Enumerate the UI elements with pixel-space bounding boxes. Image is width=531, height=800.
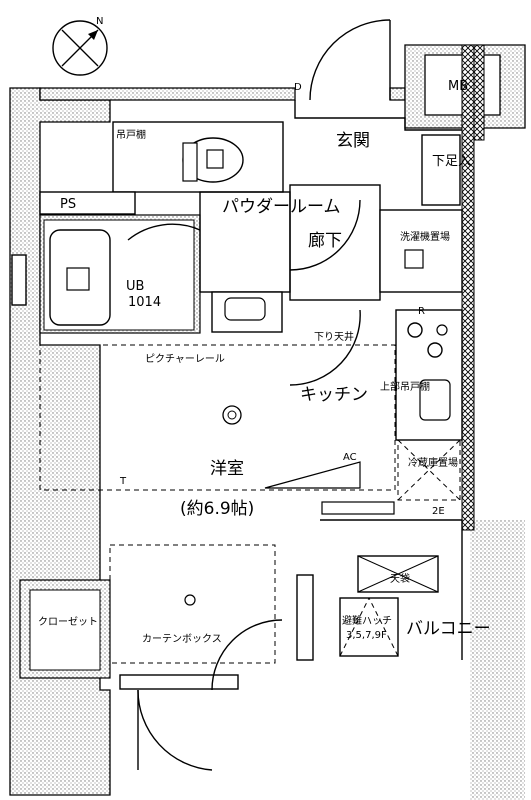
upper-cabinet-label: 上部吊戸棚 xyxy=(380,380,430,393)
pipe-space-label: PS xyxy=(60,197,76,212)
evac-hatch-floors: 3,5,7,9F xyxy=(346,630,387,641)
powder-room-label: パウダールーム xyxy=(222,197,341,217)
doors xyxy=(127,19,391,771)
hallway-label: 廊下 xyxy=(308,231,342,251)
ceiling-drop-label: 下り天井 xyxy=(314,330,354,343)
unit-bath-size: 1014 xyxy=(128,295,161,310)
t-mark: T xyxy=(119,476,127,487)
ceiling-storage-label: 天袋 xyxy=(390,572,410,585)
fridge-label: 冷蔵庫置場 xyxy=(408,456,458,469)
closet-label: クローゼット xyxy=(38,616,98,628)
washer-label: 洗濯機置場 xyxy=(400,230,450,243)
western-room-size: (約6.9帖) xyxy=(180,499,254,519)
hanging-shelf-label: 吊戸棚 xyxy=(116,128,146,141)
balcony-label: バルコニー xyxy=(406,619,491,639)
d-mark: D xyxy=(294,82,302,93)
evac-hatch-label: 避難ハッチ xyxy=(342,614,392,627)
entrance-label: 玄関 xyxy=(336,131,370,151)
shoe-box-label: 下足入 xyxy=(432,154,471,169)
fixtures xyxy=(49,137,451,606)
picture-rail-label: ピクチャーレール xyxy=(145,353,225,365)
western-room-label: 洋室 xyxy=(210,459,244,479)
ac-mark: AC xyxy=(343,452,357,463)
r-mark: R xyxy=(418,306,425,317)
north-arrow-icon: N xyxy=(52,16,108,76)
curtain-box-label: カーテンボックス xyxy=(142,633,222,645)
unit-bath-label: UB xyxy=(126,279,144,294)
meter-box-label: MB xyxy=(448,79,468,94)
hatched-wall xyxy=(461,44,475,531)
kitchen-label: キッチン xyxy=(300,385,368,405)
e2-mark: 2E xyxy=(432,506,445,517)
north-label: N xyxy=(96,16,103,27)
